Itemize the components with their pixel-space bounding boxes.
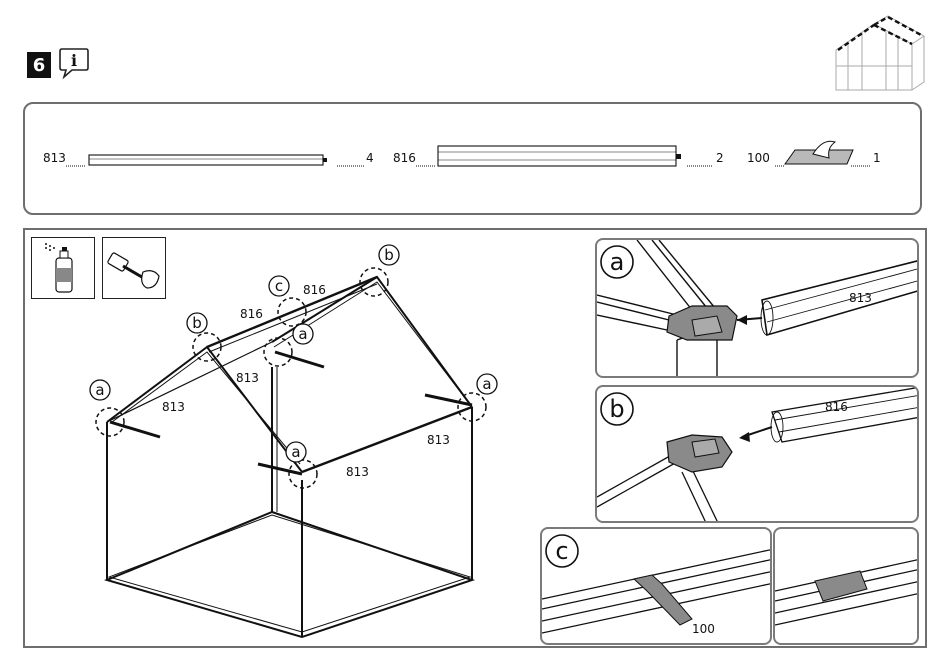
svg-text:c: c [275,277,283,295]
svg-text:i: i [71,51,77,70]
label-ridge-right: 816 [303,283,326,297]
svg-text:a: a [482,375,491,393]
part-816-id: 816 [393,151,416,165]
part-100-qty: 1 [873,151,881,165]
label-rafter-front: 813 [346,465,369,479]
detail-c-letter: c [555,537,568,565]
label-rafter-outer-left: 813 [162,400,185,414]
part-100: 100 1 [747,141,881,166]
greenhouse-thumbnail-icon [828,10,928,98]
detail-a-panel: a 813 [595,238,919,378]
greenhouse-frame-diagram: a b c a b a a 816 816 813 813 813 813 [27,232,587,647]
part-100-id: 100 [747,151,770,165]
part-816-qty: 2 [716,151,724,165]
label-ridge-left: 816 [240,307,263,321]
svg-text:b: b [384,246,394,264]
step-number: 6 [27,52,51,78]
svg-text:b: b [192,314,202,332]
callout-a-right: a [477,374,497,394]
svg-text:a: a [298,325,307,343]
part-813-qty: 4 [366,151,374,165]
svg-text:a: a [291,443,300,461]
detail-c-result-panel [773,527,919,645]
detail-c-panel: c 100 [540,527,772,645]
callout-b-right: b [379,245,399,265]
parts-list-panel: 813 4 816 2 100 1 [23,102,922,215]
label-rafter-right: 813 [427,433,450,447]
part-813: 813 4 [43,151,374,166]
part-816: 816 2 [393,146,724,166]
detail-a-part: 813 [849,291,872,305]
detail-c-part: 100 [692,622,715,636]
svg-text:a: a [95,381,104,399]
detail-b-panel: b 816 [595,385,919,523]
detail-b-part: 816 [825,400,848,414]
callout-a-back: a [293,324,313,344]
main-assembly-panel: a b c a b a a 816 816 813 813 813 813 [23,228,927,648]
info-icon: i [58,46,90,80]
detail-a-letter: a [610,248,625,276]
detail-b-letter: b [609,395,624,423]
callout-c: c [269,276,289,296]
part-813-id: 813 [43,151,66,165]
label-rafter-inner-left: 813 [236,371,259,385]
callout-b-left: b [187,313,207,333]
callout-a-left: a [90,380,110,400]
callout-a-front: a [286,442,306,462]
